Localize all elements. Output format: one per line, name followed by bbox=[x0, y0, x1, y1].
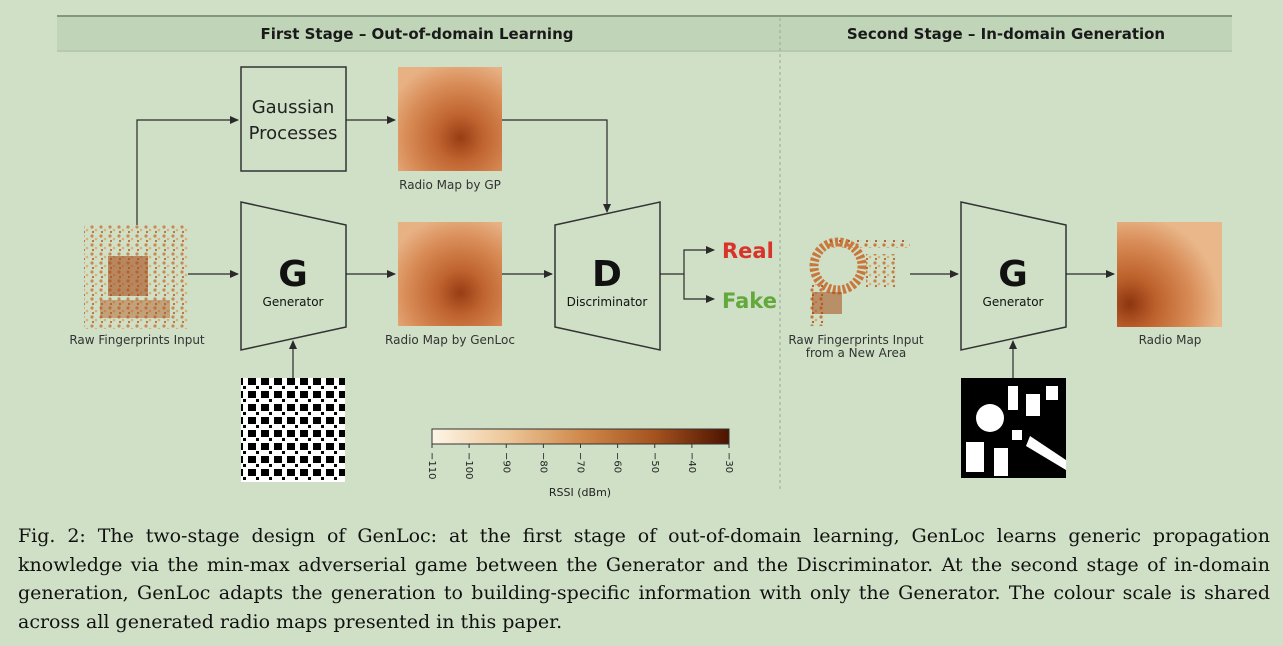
colorbar-tick-label: −30 bbox=[723, 452, 734, 473]
raw-input-new-area-line2: from a New Area bbox=[806, 346, 907, 360]
radio-map-stage2-label: Radio Map bbox=[1139, 333, 1202, 347]
building-layout-new-area-image bbox=[961, 378, 1066, 478]
gp-box-line1: Gaussian bbox=[252, 97, 335, 118]
gaussian-processes-box bbox=[240, 66, 347, 172]
generator-stage2-shape bbox=[960, 201, 1067, 351]
raw-fingerprints-image bbox=[84, 225, 188, 329]
generator-name: Generator bbox=[263, 295, 324, 309]
genloc-diagram: First Stage – Out-of-domain Learning Sec… bbox=[57, 15, 1232, 499]
radio-map-gp-label: Radio Map by GP bbox=[399, 178, 501, 192]
gp-box-line2: Processes bbox=[249, 123, 338, 144]
colorbar-tick-label: −50 bbox=[649, 452, 660, 473]
radio-map-gp-image bbox=[398, 67, 502, 171]
discriminator-name: Discriminator bbox=[567, 295, 648, 309]
raw-input-new-area-line1: Raw Fingerprints Input bbox=[788, 333, 924, 347]
output-fake: Fake bbox=[722, 289, 777, 313]
generator-letter: G bbox=[278, 254, 308, 295]
radio-map-stage2-image bbox=[1117, 222, 1222, 327]
raw-input-label: Raw Fingerprints Input bbox=[69, 333, 205, 347]
stage1-title: First Stage – Out-of-domain Learning bbox=[260, 25, 573, 43]
colorbar-tick-label: −80 bbox=[537, 452, 548, 473]
raw-fingerprints-new-area-image bbox=[809, 237, 910, 326]
header-bands bbox=[57, 15, 1232, 52]
colorbar-label: RSSI (dBm) bbox=[549, 486, 611, 499]
colorbar bbox=[431, 428, 730, 445]
colorbar-ticks: −110 −100 −90 −80 −70 −60 −50 −40 −30 bbox=[426, 444, 734, 479]
stage2-title: Second Stage – In-domain Generation bbox=[847, 25, 1165, 43]
generator-stage2-name: Generator bbox=[983, 295, 1044, 309]
colorbar-tick-label: −90 bbox=[500, 452, 511, 473]
discriminator-shape bbox=[554, 201, 661, 351]
colorbar-tick-label: −110 bbox=[426, 452, 437, 479]
colorbar-tick-label: −60 bbox=[612, 452, 623, 473]
building-layout-image bbox=[241, 378, 345, 482]
stage1-arrows bbox=[136, 116, 715, 378]
colorbar-tick-label: −100 bbox=[463, 452, 474, 479]
colorbar-tick-label: −70 bbox=[575, 452, 586, 473]
output-real: Real bbox=[722, 239, 774, 263]
generator-shape bbox=[240, 201, 347, 351]
stage2-arrows bbox=[910, 270, 1115, 378]
radio-map-genloc-label: Radio Map by GenLoc bbox=[385, 333, 515, 347]
colorbar-tick-label: −40 bbox=[686, 452, 697, 473]
radio-map-genloc-image bbox=[398, 222, 502, 326]
generator-stage2-letter: G bbox=[998, 254, 1028, 295]
discriminator-letter: D bbox=[592, 254, 622, 295]
figure-caption: Fig. 2: The two-stage design of GenLoc: … bbox=[18, 525, 1270, 633]
